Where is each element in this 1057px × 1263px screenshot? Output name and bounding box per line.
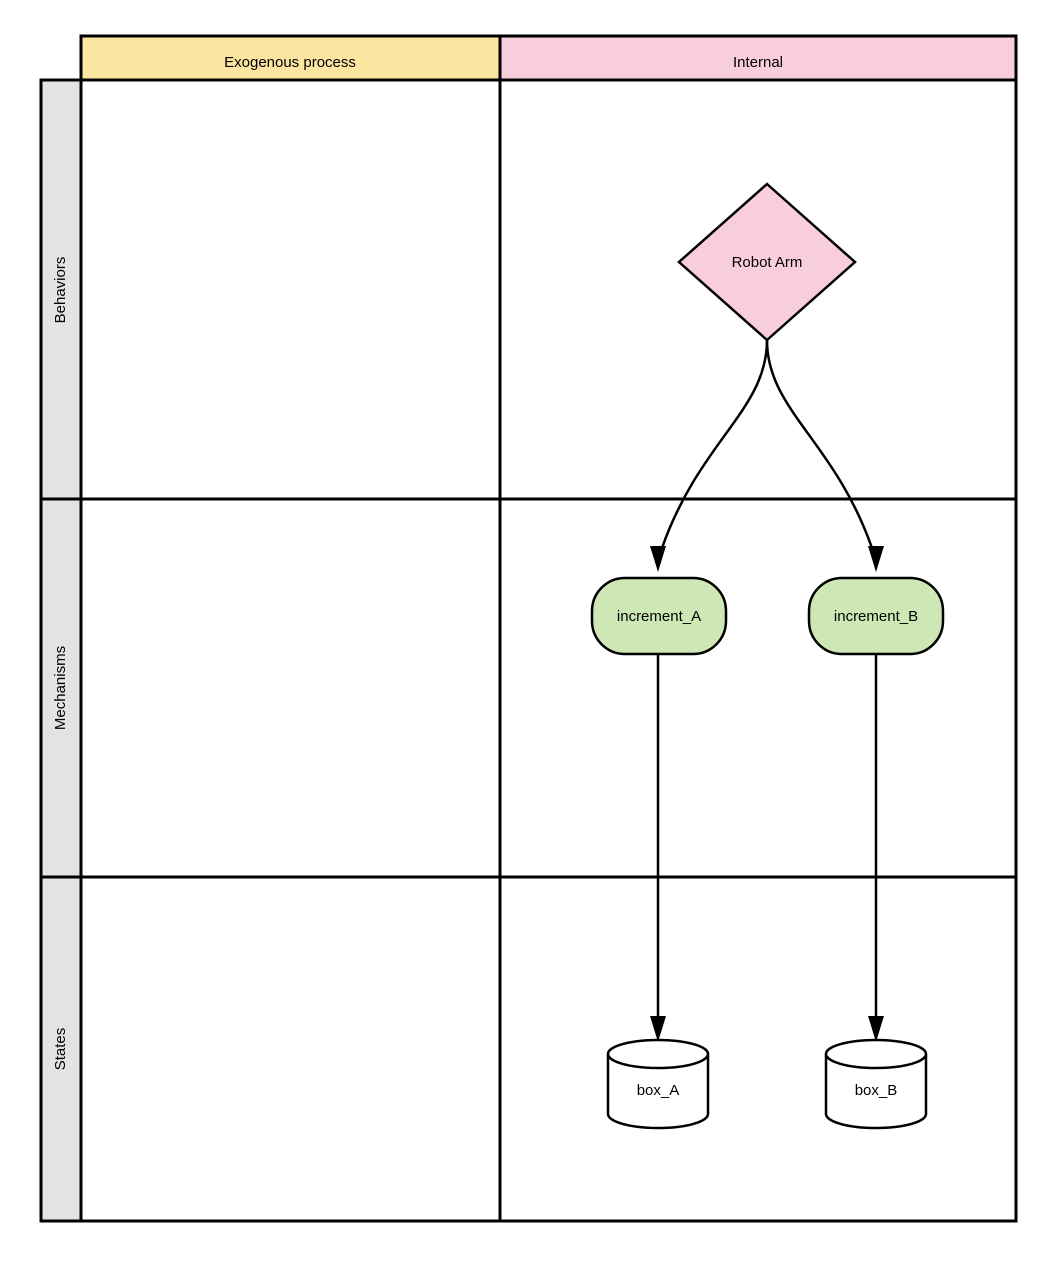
row-header-states[interactable]: States [39,875,83,1223]
edge-increment-b-to-box-b [868,652,884,1042]
cell-states-exogenous [79,875,502,1223]
node-increment-b-label: increment_B [834,608,918,625]
column-header-internal-fill [500,36,1016,80]
edge-increment-a-to-box-a-arrowhead [650,1016,666,1042]
column-header-exogenous-label: Exogenous process [224,54,356,71]
row-header-states-label: States [52,1028,69,1071]
node-increment-b[interactable]: increment_B [807,576,945,656]
node-robot-arm[interactable]: Robot Arm [677,182,857,342]
cell-mechanisms-internal [498,497,1018,879]
node-box-a[interactable]: box_A [606,1038,710,1130]
node-box-b-label: box_B [855,1082,898,1099]
cell-behaviors-exogenous [79,78,502,501]
node-increment-a-label: increment_A [617,608,701,625]
row-header-mechanisms-fill [41,499,81,877]
node-increment-a-shape [590,576,728,656]
node-box-a-label: box_A [637,1082,680,1099]
node-box-b-top-ellipse [824,1053,928,1070]
column-header-internal-label: Internal [733,54,783,71]
edge-increment-a-to-box-a [650,652,666,1042]
row-header-mechanisms[interactable]: Mechanisms [39,497,83,879]
edge-robot-arm-to-increment-a [650,339,769,572]
node-robot-arm-label: Robot Arm [732,254,803,271]
row-header-mechanisms-label: Mechanisms [52,646,69,730]
column-header-exogenous[interactable]: Exogenous process [79,34,502,82]
row-header-behaviors[interactable]: Behaviors [39,78,83,501]
cell-states-internal [498,875,1018,1223]
node-increment-b-shape [807,576,945,656]
column-header-internal[interactable]: Internal [498,34,1018,82]
edge-robot-arm-to-increment-b-line [765,339,874,549]
edge-robot-arm-to-increment-a-line [660,339,769,549]
node-robot-arm-shape [677,182,857,342]
row-header-behaviors-fill [41,80,81,499]
edge-robot-arm-to-increment-b [765,339,884,572]
edge-robot-arm-to-increment-b-arrowhead [868,546,884,572]
row-header-behaviors-label: Behaviors [52,257,69,324]
cell-mechanisms-exogenous [79,497,502,879]
edge-increment-b-to-box-b-arrowhead [868,1016,884,1042]
node-box-a-top-ellipse [606,1053,710,1070]
row-header-states-fill [41,877,81,1221]
node-increment-a[interactable]: increment_A [590,576,728,656]
column-header-exogenous-fill [81,36,500,80]
node-box-b[interactable]: box_B [824,1038,928,1130]
edge-robot-arm-to-increment-a-arrowhead [650,546,666,572]
